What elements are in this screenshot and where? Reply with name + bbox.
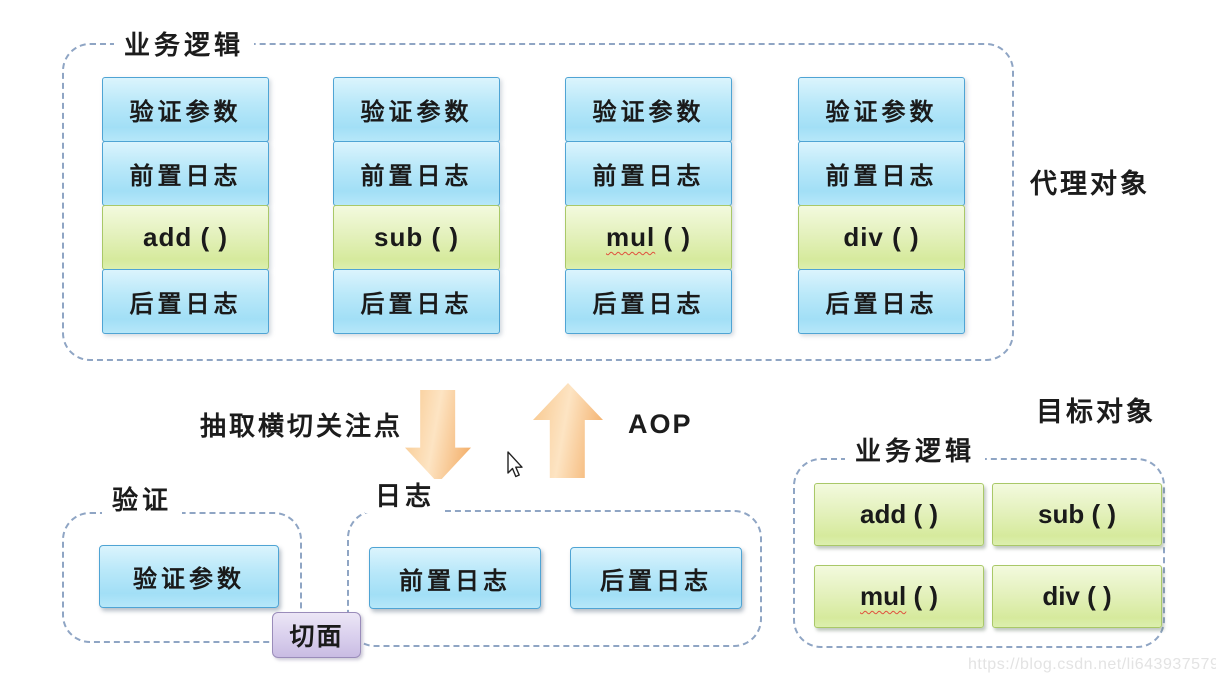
validate-params-box: 验证参数 — [99, 545, 279, 608]
logging-aspect-group: 日志 前置日志 后置日志 — [347, 479, 762, 647]
target-group-label: 业务逻辑 — [845, 434, 986, 468]
proxy-column-sub: 验证参数 前置日志 sub ( ) 后置日志 — [333, 77, 500, 334]
proxy-column-mul: 验证参数 前置日志 mul ( ) 后置日志 — [565, 77, 732, 334]
proxy-object-label: 代理对象 — [1030, 169, 1150, 199]
target-object-label: 目标对象 — [1036, 397, 1156, 427]
cell-validate-params: 验证参数 — [333, 77, 500, 142]
target-method-mul: mul ( ) — [814, 565, 984, 628]
cell-before-log: 前置日志 — [798, 141, 965, 206]
proxy-object-group: 业务逻辑 验证参数 前置日志 add ( ) 后置日志 验证参数 前置日志 su… — [62, 28, 1014, 361]
method-name: mul — [860, 581, 907, 611]
cell-method-add: add ( ) — [102, 205, 269, 270]
cell-before-log: 前置日志 — [565, 141, 732, 206]
down-arrow-icon — [405, 390, 471, 483]
before-log-box: 前置日志 — [369, 547, 541, 609]
method-parens: ( ) — [655, 222, 691, 252]
method-name: sub — [1038, 499, 1085, 529]
target-method-div: div ( ) — [992, 565, 1162, 628]
method-parens: ( ) — [192, 222, 228, 252]
cell-method-sub: sub ( ) — [333, 205, 500, 270]
up-arrow-icon — [533, 383, 603, 478]
cell-before-log: 前置日志 — [333, 141, 500, 206]
cell-method-div: div ( ) — [798, 205, 965, 270]
method-name: add — [143, 222, 193, 252]
watermark: https://blog.csdn.net/li643937579 — [968, 656, 1216, 673]
cell-after-log: 后置日志 — [565, 269, 732, 334]
cell-after-log: 后置日志 — [333, 269, 500, 334]
cell-validate-params: 验证参数 — [798, 77, 965, 142]
method-parens: ( ) — [1079, 581, 1112, 611]
method-parens: ( ) — [906, 581, 938, 611]
target-object-group: 业务逻辑 add ( ) sub ( ) mul ( ) div ( ) — [793, 434, 1165, 648]
validation-aspect-group: 验证 验证参数 — [62, 483, 302, 643]
cell-before-log: 前置日志 — [102, 141, 269, 206]
cell-after-log: 后置日志 — [102, 269, 269, 334]
after-log-box: 后置日志 — [570, 547, 742, 609]
extract-crosscut-label: 抽取横切关注点 — [200, 411, 404, 441]
target-method-add: add ( ) — [814, 483, 984, 546]
aop-label: AOP — [628, 409, 693, 439]
cell-validate-params: 验证参数 — [102, 77, 269, 142]
method-parens: ( ) — [906, 499, 938, 529]
aspect-tag: 切面 — [272, 612, 361, 658]
method-name: mul — [606, 222, 656, 252]
cell-after-log: 后置日志 — [798, 269, 965, 334]
proxy-column-add: 验证参数 前置日志 add ( ) 后置日志 — [102, 77, 269, 334]
proxy-column-div: 验证参数 前置日志 div ( ) 后置日志 — [798, 77, 965, 334]
method-name: add — [860, 499, 907, 529]
mouse-cursor-icon — [507, 451, 523, 478]
method-parens: ( ) — [1084, 499, 1116, 529]
logging-group-label: 日志 — [365, 479, 446, 513]
cell-method-mul: mul ( ) — [565, 205, 732, 270]
method-parens: ( ) — [883, 222, 920, 252]
method-name: div — [843, 222, 884, 252]
target-method-sub: sub ( ) — [992, 483, 1162, 546]
method-name: sub — [374, 222, 424, 252]
method-parens: ( ) — [423, 222, 459, 252]
validation-group-label: 验证 — [102, 483, 183, 517]
method-name: div — [1042, 581, 1080, 611]
cell-validate-params: 验证参数 — [565, 77, 732, 142]
proxy-group-label: 业务逻辑 — [114, 28, 255, 62]
